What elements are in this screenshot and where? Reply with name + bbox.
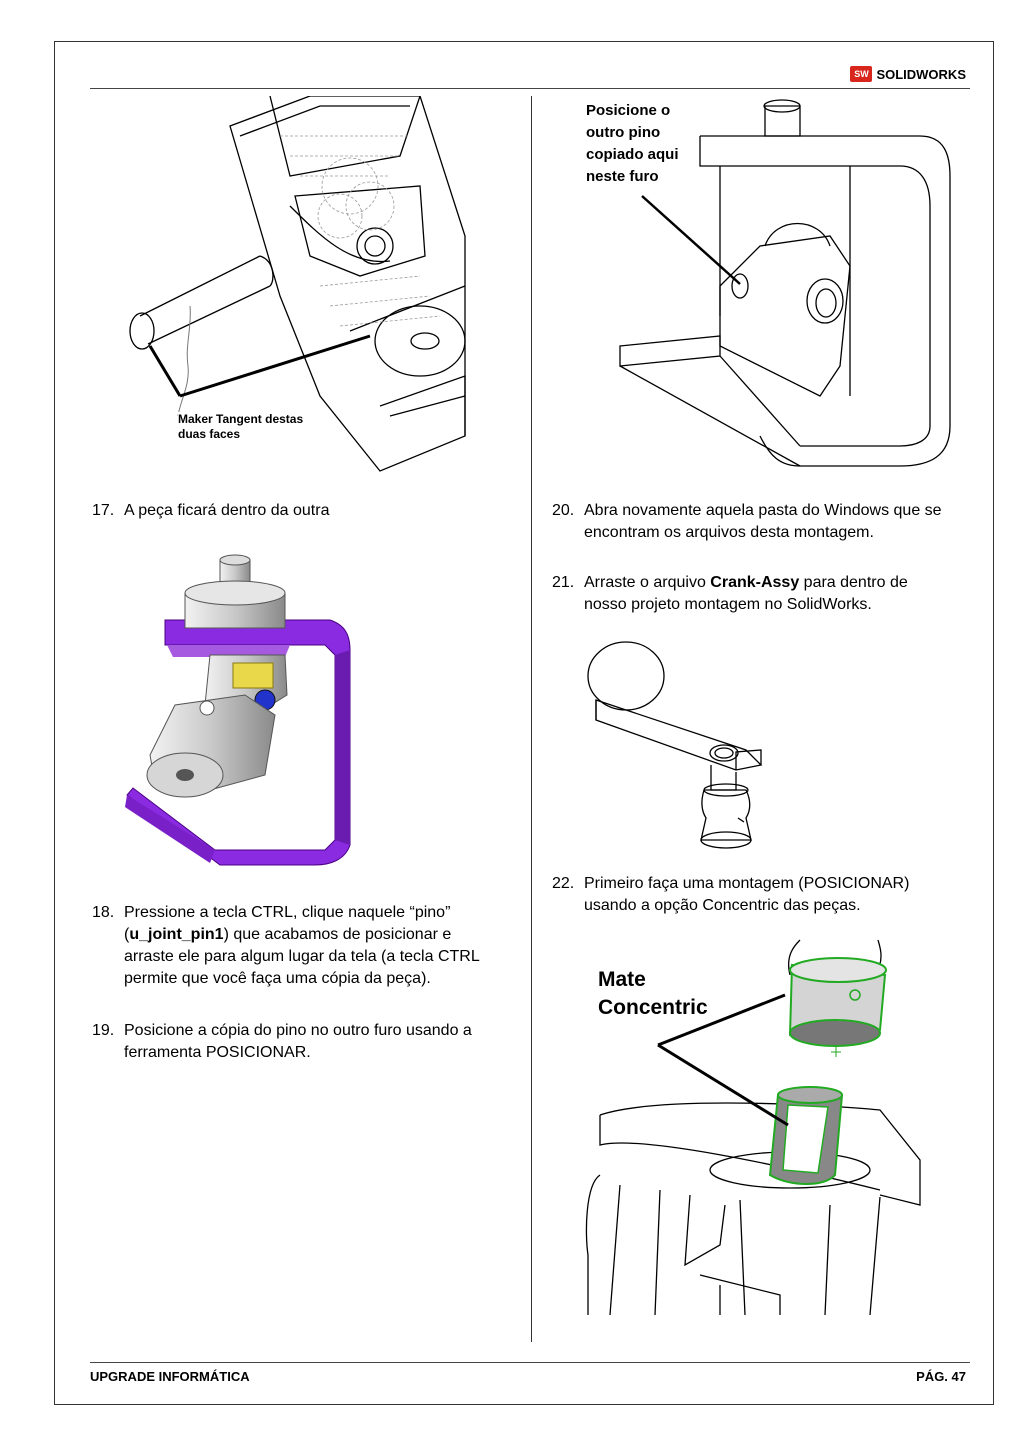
solidworks-logo-icon: SW xyxy=(850,66,873,82)
tangent-callout: Maker Tangent destas duas faces xyxy=(178,412,304,442)
brand-name: SOLIDWORKS xyxy=(876,66,966,82)
position-callout: Posicione o outro pino copiado aqui nest… xyxy=(586,102,679,185)
page-header: SW SOLIDWORKS xyxy=(90,64,970,89)
page-number: PÁG. 47 xyxy=(916,1369,966,1384)
column-divider xyxy=(531,96,532,1342)
brand: SW SOLIDWORKS xyxy=(850,66,966,82)
footer-company: UPGRADE INFORMÁTICA xyxy=(90,1369,250,1384)
figure-tangent-mate xyxy=(129,96,466,472)
figure-position-pin xyxy=(619,99,951,467)
figure-assembly-colored xyxy=(125,554,351,866)
figure-crank xyxy=(587,641,763,849)
figure-mate-concentric xyxy=(585,939,921,1315)
mate-concentric-callout: Mate Concentric xyxy=(598,968,708,1019)
page-frame xyxy=(54,41,994,1405)
page-footer: UPGRADE INFORMÁTICA PÁG. 47 xyxy=(90,1362,970,1389)
